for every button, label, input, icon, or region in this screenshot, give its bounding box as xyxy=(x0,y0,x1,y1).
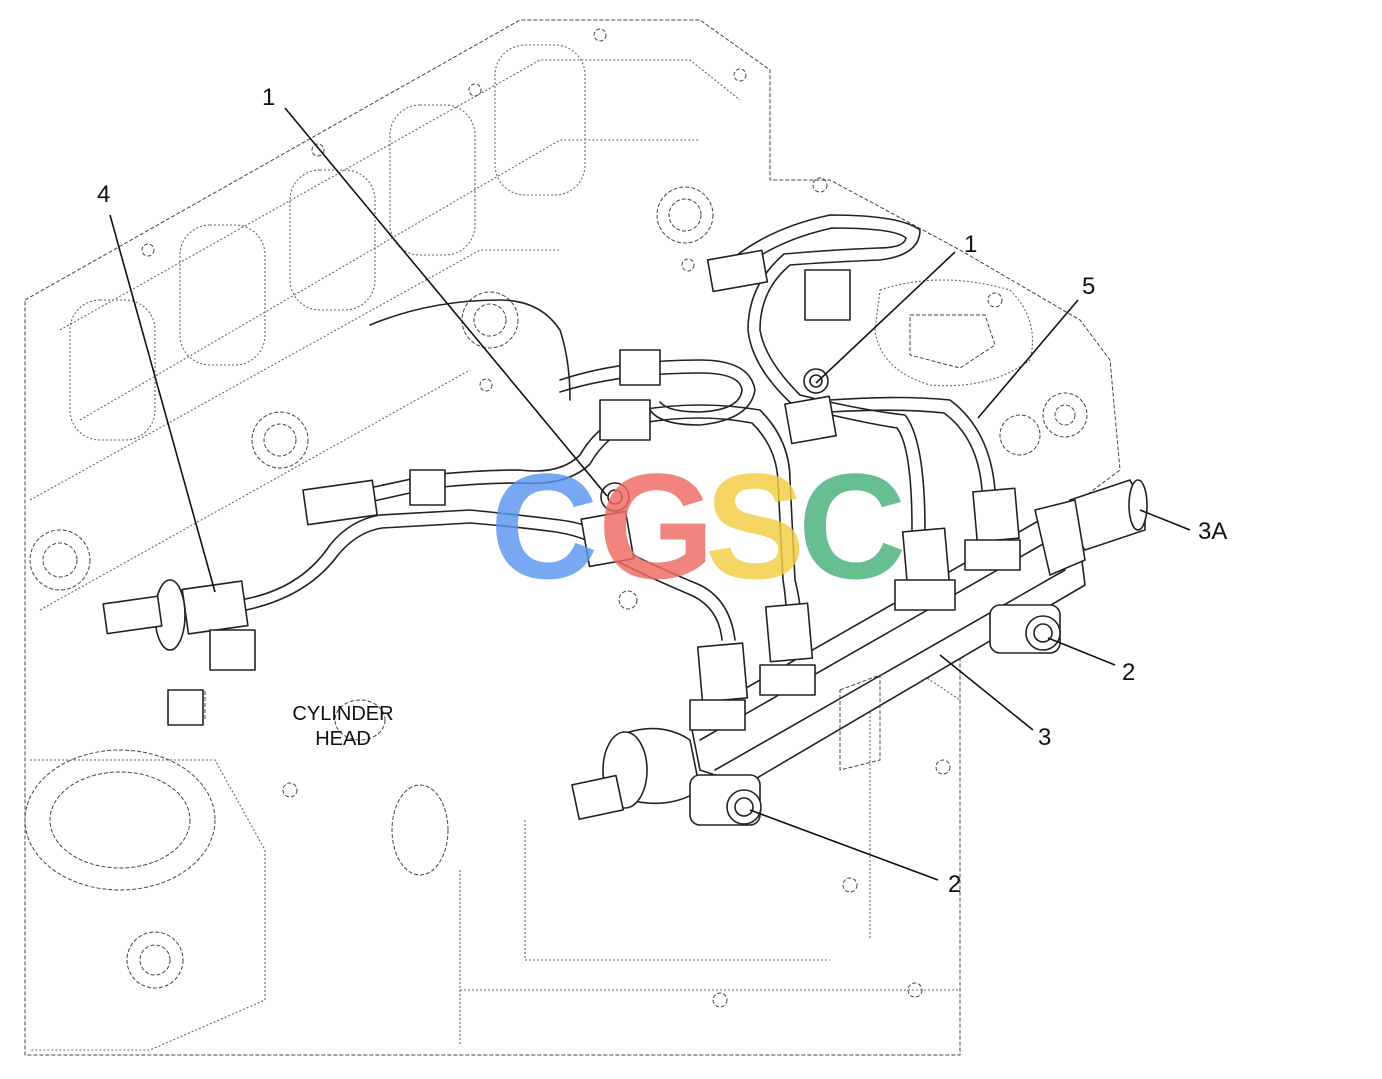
watermark-logo: C G S C xyxy=(490,442,906,610)
callout-2-upper: 2 xyxy=(1122,659,1135,686)
callout-1-right: 1 xyxy=(964,231,977,258)
callout-1-left: 1 xyxy=(262,84,275,111)
rail-end-3A xyxy=(1034,479,1148,576)
clamp-item-1-left xyxy=(302,469,635,568)
cylinder-head-label: CYLINDER HEAD xyxy=(292,703,393,750)
rail-mounting-bolt-lower xyxy=(689,774,762,826)
watermark-letter-4: C xyxy=(798,442,906,610)
callout-2-lower: 2 xyxy=(948,871,961,898)
rail-outlet-fittings xyxy=(689,487,1021,731)
leader-lines xyxy=(109,107,1191,881)
clamp-item-4 xyxy=(102,579,256,726)
injector-connectors xyxy=(102,249,851,726)
fuel-rail xyxy=(571,479,1148,826)
rail-mounting-bolt-upper xyxy=(989,604,1061,654)
callout-labels: 4 1 1 5 3A 2 3 2 xyxy=(97,84,1227,898)
callout-3a: 3A xyxy=(1198,518,1227,545)
cylinder-head-label-line2: HEAD xyxy=(315,728,371,750)
engine-block-outline xyxy=(24,19,1121,1056)
watermark-letter-2: G xyxy=(598,442,715,610)
rail-pressure-sensor xyxy=(571,727,701,820)
callout-3: 3 xyxy=(1038,724,1051,751)
fuel-injection-lines xyxy=(235,214,996,641)
watermark-letter-1: C xyxy=(490,442,598,610)
callout-5: 5 xyxy=(1082,273,1095,300)
callout-4: 4 xyxy=(97,181,110,208)
watermark-letter-3: S xyxy=(705,442,805,610)
cylinder-head-label-line1: CYLINDER xyxy=(292,703,393,725)
clamp-item-1-right xyxy=(599,249,851,445)
